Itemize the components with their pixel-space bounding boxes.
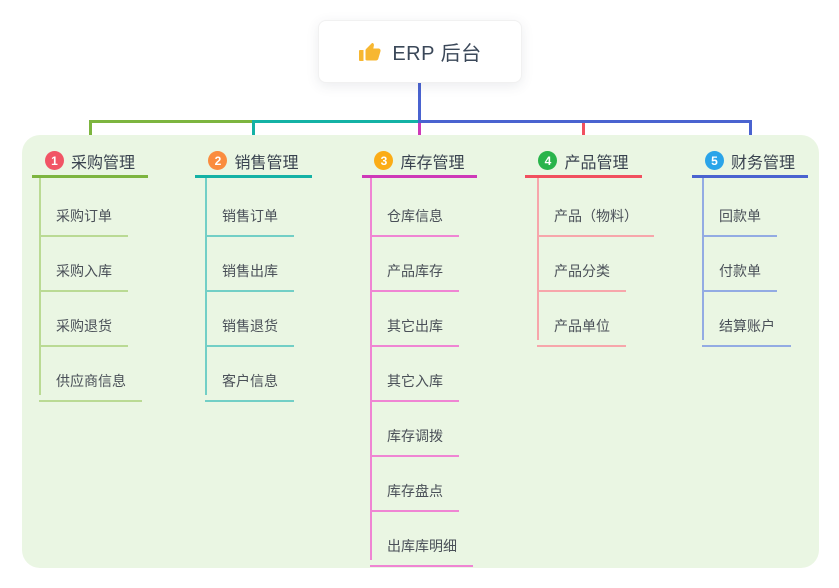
branch-node-3[interactable]: 3 库存管理 xyxy=(362,146,477,178)
branch-drop-line xyxy=(252,120,255,146)
bus-segment-teal xyxy=(252,120,421,123)
child-node[interactable]: 产品库存 xyxy=(370,249,459,292)
child-tree-line xyxy=(39,178,41,395)
branch-title-2: 销售管理 xyxy=(234,154,299,172)
child-tree-line xyxy=(537,178,539,340)
child-node[interactable]: 供应商信息 xyxy=(39,359,142,402)
branch-number-badge-4: 4 xyxy=(538,151,558,170)
child-node[interactable]: 产品分类 xyxy=(537,249,626,292)
child-tree-line xyxy=(370,178,372,560)
child-node[interactable]: 出库库明细 xyxy=(370,524,473,567)
child-node[interactable]: 其它出库 xyxy=(370,304,459,347)
child-node[interactable]: 付款单 xyxy=(702,249,777,292)
branch-number-badge-3: 3 xyxy=(374,151,394,170)
branch-title-3: 库存管理 xyxy=(400,154,465,172)
child-tree-line xyxy=(702,178,704,340)
branch-drop-line xyxy=(88,120,92,146)
branch-node-5[interactable]: 5 财务管理 xyxy=(692,146,808,178)
child-node[interactable]: 产品（物料） xyxy=(537,194,654,237)
child-node[interactable]: 采购入库 xyxy=(39,249,128,292)
branch-title-4: 产品管理 xyxy=(564,154,629,172)
bus-segment-green xyxy=(88,120,255,123)
child-node[interactable]: 库存盘点 xyxy=(370,469,459,512)
child-node[interactable]: 销售退货 xyxy=(205,304,294,347)
branch-node-2[interactable]: 2 销售管理 xyxy=(195,146,312,178)
branch-number-badge-2: 2 xyxy=(208,151,228,170)
branch-title-1: 采购管理 xyxy=(70,154,135,172)
branch-number-badge-5: 5 xyxy=(704,151,724,170)
child-node[interactable]: 销售订单 xyxy=(205,194,294,237)
child-node[interactable]: 回款单 xyxy=(702,194,777,237)
bus-segment-blue xyxy=(418,120,752,123)
branch-drop-line xyxy=(582,120,585,146)
child-node[interactable]: 库存调拨 xyxy=(370,414,459,457)
branch-node-4[interactable]: 4 产品管理 xyxy=(525,146,642,178)
branches-panel xyxy=(22,135,819,568)
branch-title-5: 财务管理 xyxy=(730,154,795,172)
child-node[interactable]: 采购订单 xyxy=(39,194,128,237)
root-node-label: ERP 后台 xyxy=(392,43,482,65)
thumbs-up-icon xyxy=(358,40,382,64)
branch-node-1[interactable]: 1 采购管理 xyxy=(32,146,148,178)
child-tree-line xyxy=(205,178,207,395)
child-node[interactable]: 结算账户 xyxy=(702,304,791,347)
branch-drop-line xyxy=(418,120,421,146)
branch-drop-line xyxy=(748,120,752,146)
child-node[interactable]: 销售出库 xyxy=(205,249,294,292)
child-node[interactable]: 仓库信息 xyxy=(370,194,459,237)
branch-number-badge-1: 1 xyxy=(44,151,64,170)
root-connector-line xyxy=(418,83,421,123)
child-node[interactable]: 其它入库 xyxy=(370,359,459,402)
child-node[interactable]: 客户信息 xyxy=(205,359,294,402)
child-node[interactable]: 产品单位 xyxy=(537,304,626,347)
root-node[interactable]: ERP 后台 xyxy=(318,20,522,83)
child-node[interactable]: 采购退货 xyxy=(39,304,128,347)
